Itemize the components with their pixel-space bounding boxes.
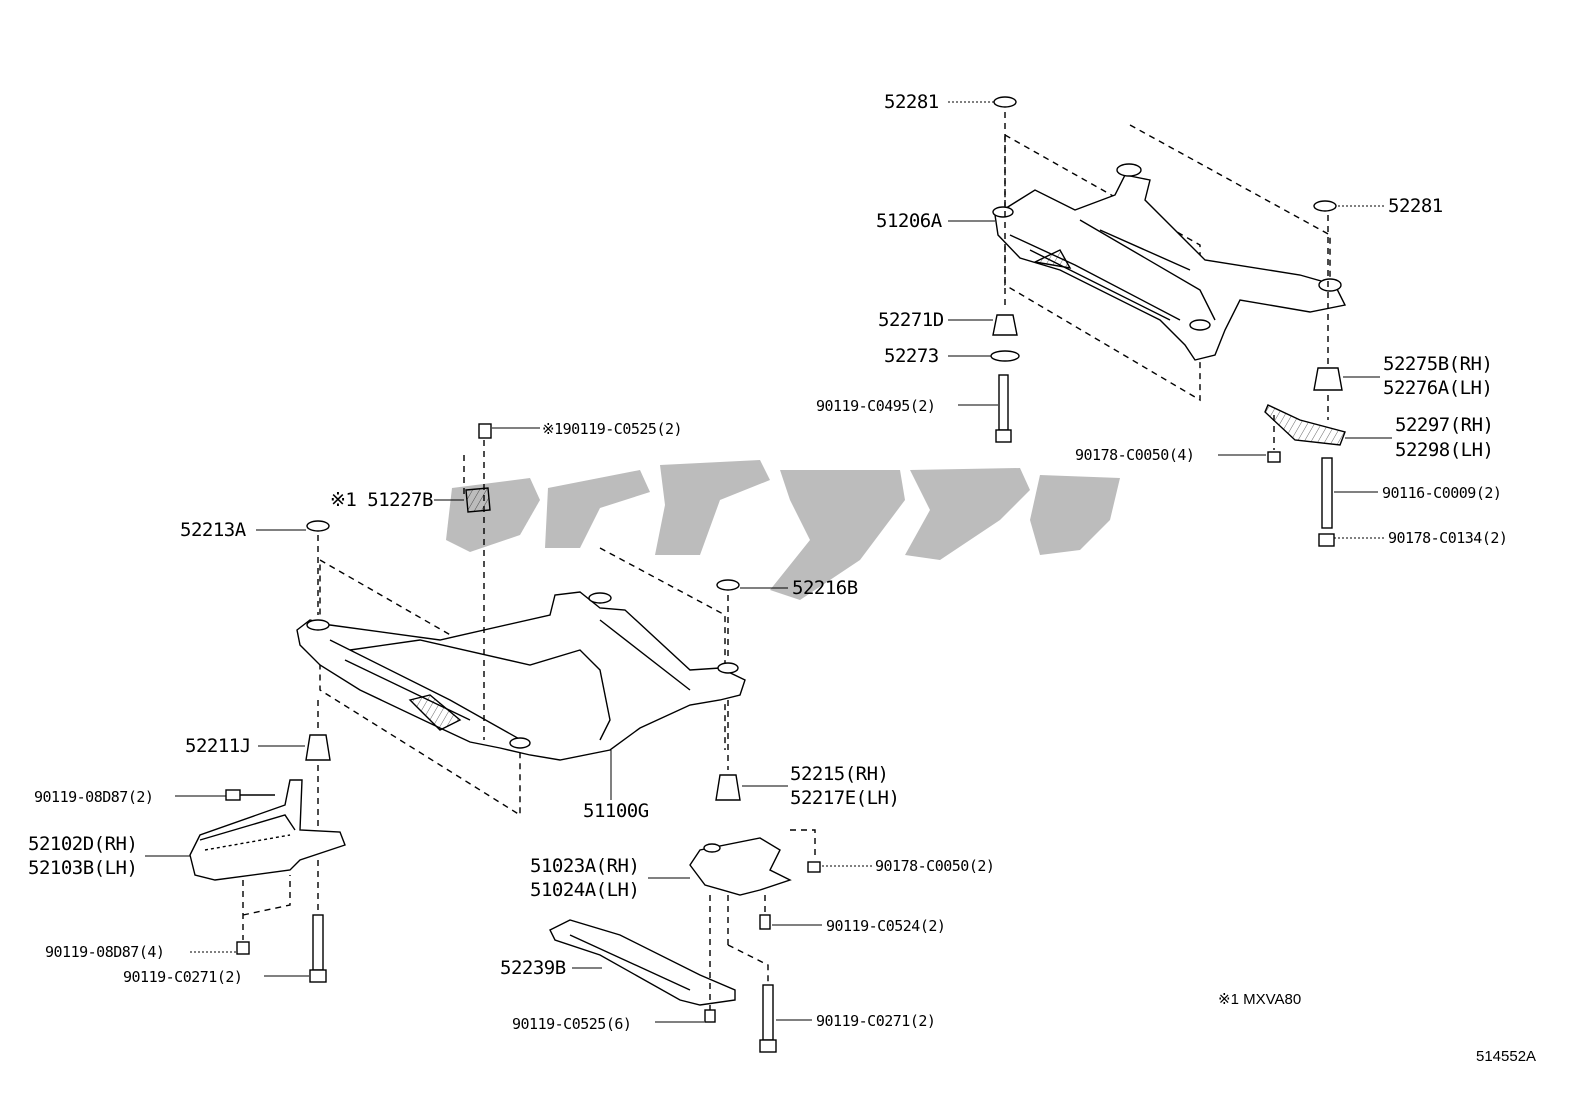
label-90119-C0525-top: ※190119-C0525(2) xyxy=(542,420,683,438)
label-90119-C0271-left: 90119-C0271(2) xyxy=(123,968,243,986)
label-52276A: 52276A(LH) xyxy=(1383,377,1493,399)
label-52215: 52215(RH) xyxy=(790,763,889,785)
leader-lines xyxy=(145,101,1392,1023)
label-52297: 52297(RH) xyxy=(1395,414,1494,436)
label-52239B: 52239B xyxy=(500,957,566,979)
label-52213A: 52213A xyxy=(180,519,246,541)
label-90116-C0009: 90116-C0009(2) xyxy=(1382,484,1502,502)
label-90178-C0050-4: 90178-C0050(4) xyxy=(1075,446,1195,464)
label-51100G: 51100G xyxy=(583,800,649,822)
label-90119-C0525-6: 90119-C0525(6) xyxy=(512,1015,632,1033)
label-90178-C0050-2: 90178-C0050(2) xyxy=(875,857,995,875)
label-52216B: 52216B xyxy=(792,577,858,599)
label-51206A: 51206A xyxy=(876,210,942,232)
model-note: ※1 MXVA80 xyxy=(1218,991,1302,1008)
label-90119-C0271-right: 90119-C0271(2) xyxy=(816,1012,936,1030)
lower-middle-parts xyxy=(549,829,821,1053)
label-52211J: 52211J xyxy=(185,735,251,757)
label-90119-C0495: 90119-C0495(2) xyxy=(816,397,936,415)
label-52102D: 52102D(RH) xyxy=(28,833,138,855)
label-52217E: 52217E(LH) xyxy=(790,787,900,809)
label-52281-top: 52281 xyxy=(884,91,939,113)
label-90178-C0134: 90178-C0134(2) xyxy=(1388,529,1508,547)
label-52275B: 52275B(RH) xyxy=(1383,353,1493,375)
label-52103B: 52103B(LH) xyxy=(28,857,138,879)
left-bracket xyxy=(189,765,346,983)
label-52281-right: 52281 xyxy=(1388,195,1443,217)
label-51023A: 51023A(RH) xyxy=(530,855,640,877)
label-51024A: 51024A(LH) xyxy=(530,879,640,901)
label-51227B: ※1 51227B xyxy=(330,489,433,511)
label-90119-C0524: 90119-C0524(2) xyxy=(826,917,946,935)
rear-crossmember xyxy=(990,96,1347,547)
label-52298: 52298(LH) xyxy=(1395,439,1494,461)
label-52273: 52273 xyxy=(884,345,939,367)
front-crossmember xyxy=(296,423,746,817)
label-90119-08D87-4: 90119-08D87(4) xyxy=(45,943,165,961)
label-90119-08D87-2: 90119-08D87(2) xyxy=(34,788,154,806)
watermark-logo xyxy=(446,460,1120,600)
diagram-reference-number: 514552A xyxy=(1476,1048,1537,1065)
label-52271D: 52271D xyxy=(878,309,944,331)
